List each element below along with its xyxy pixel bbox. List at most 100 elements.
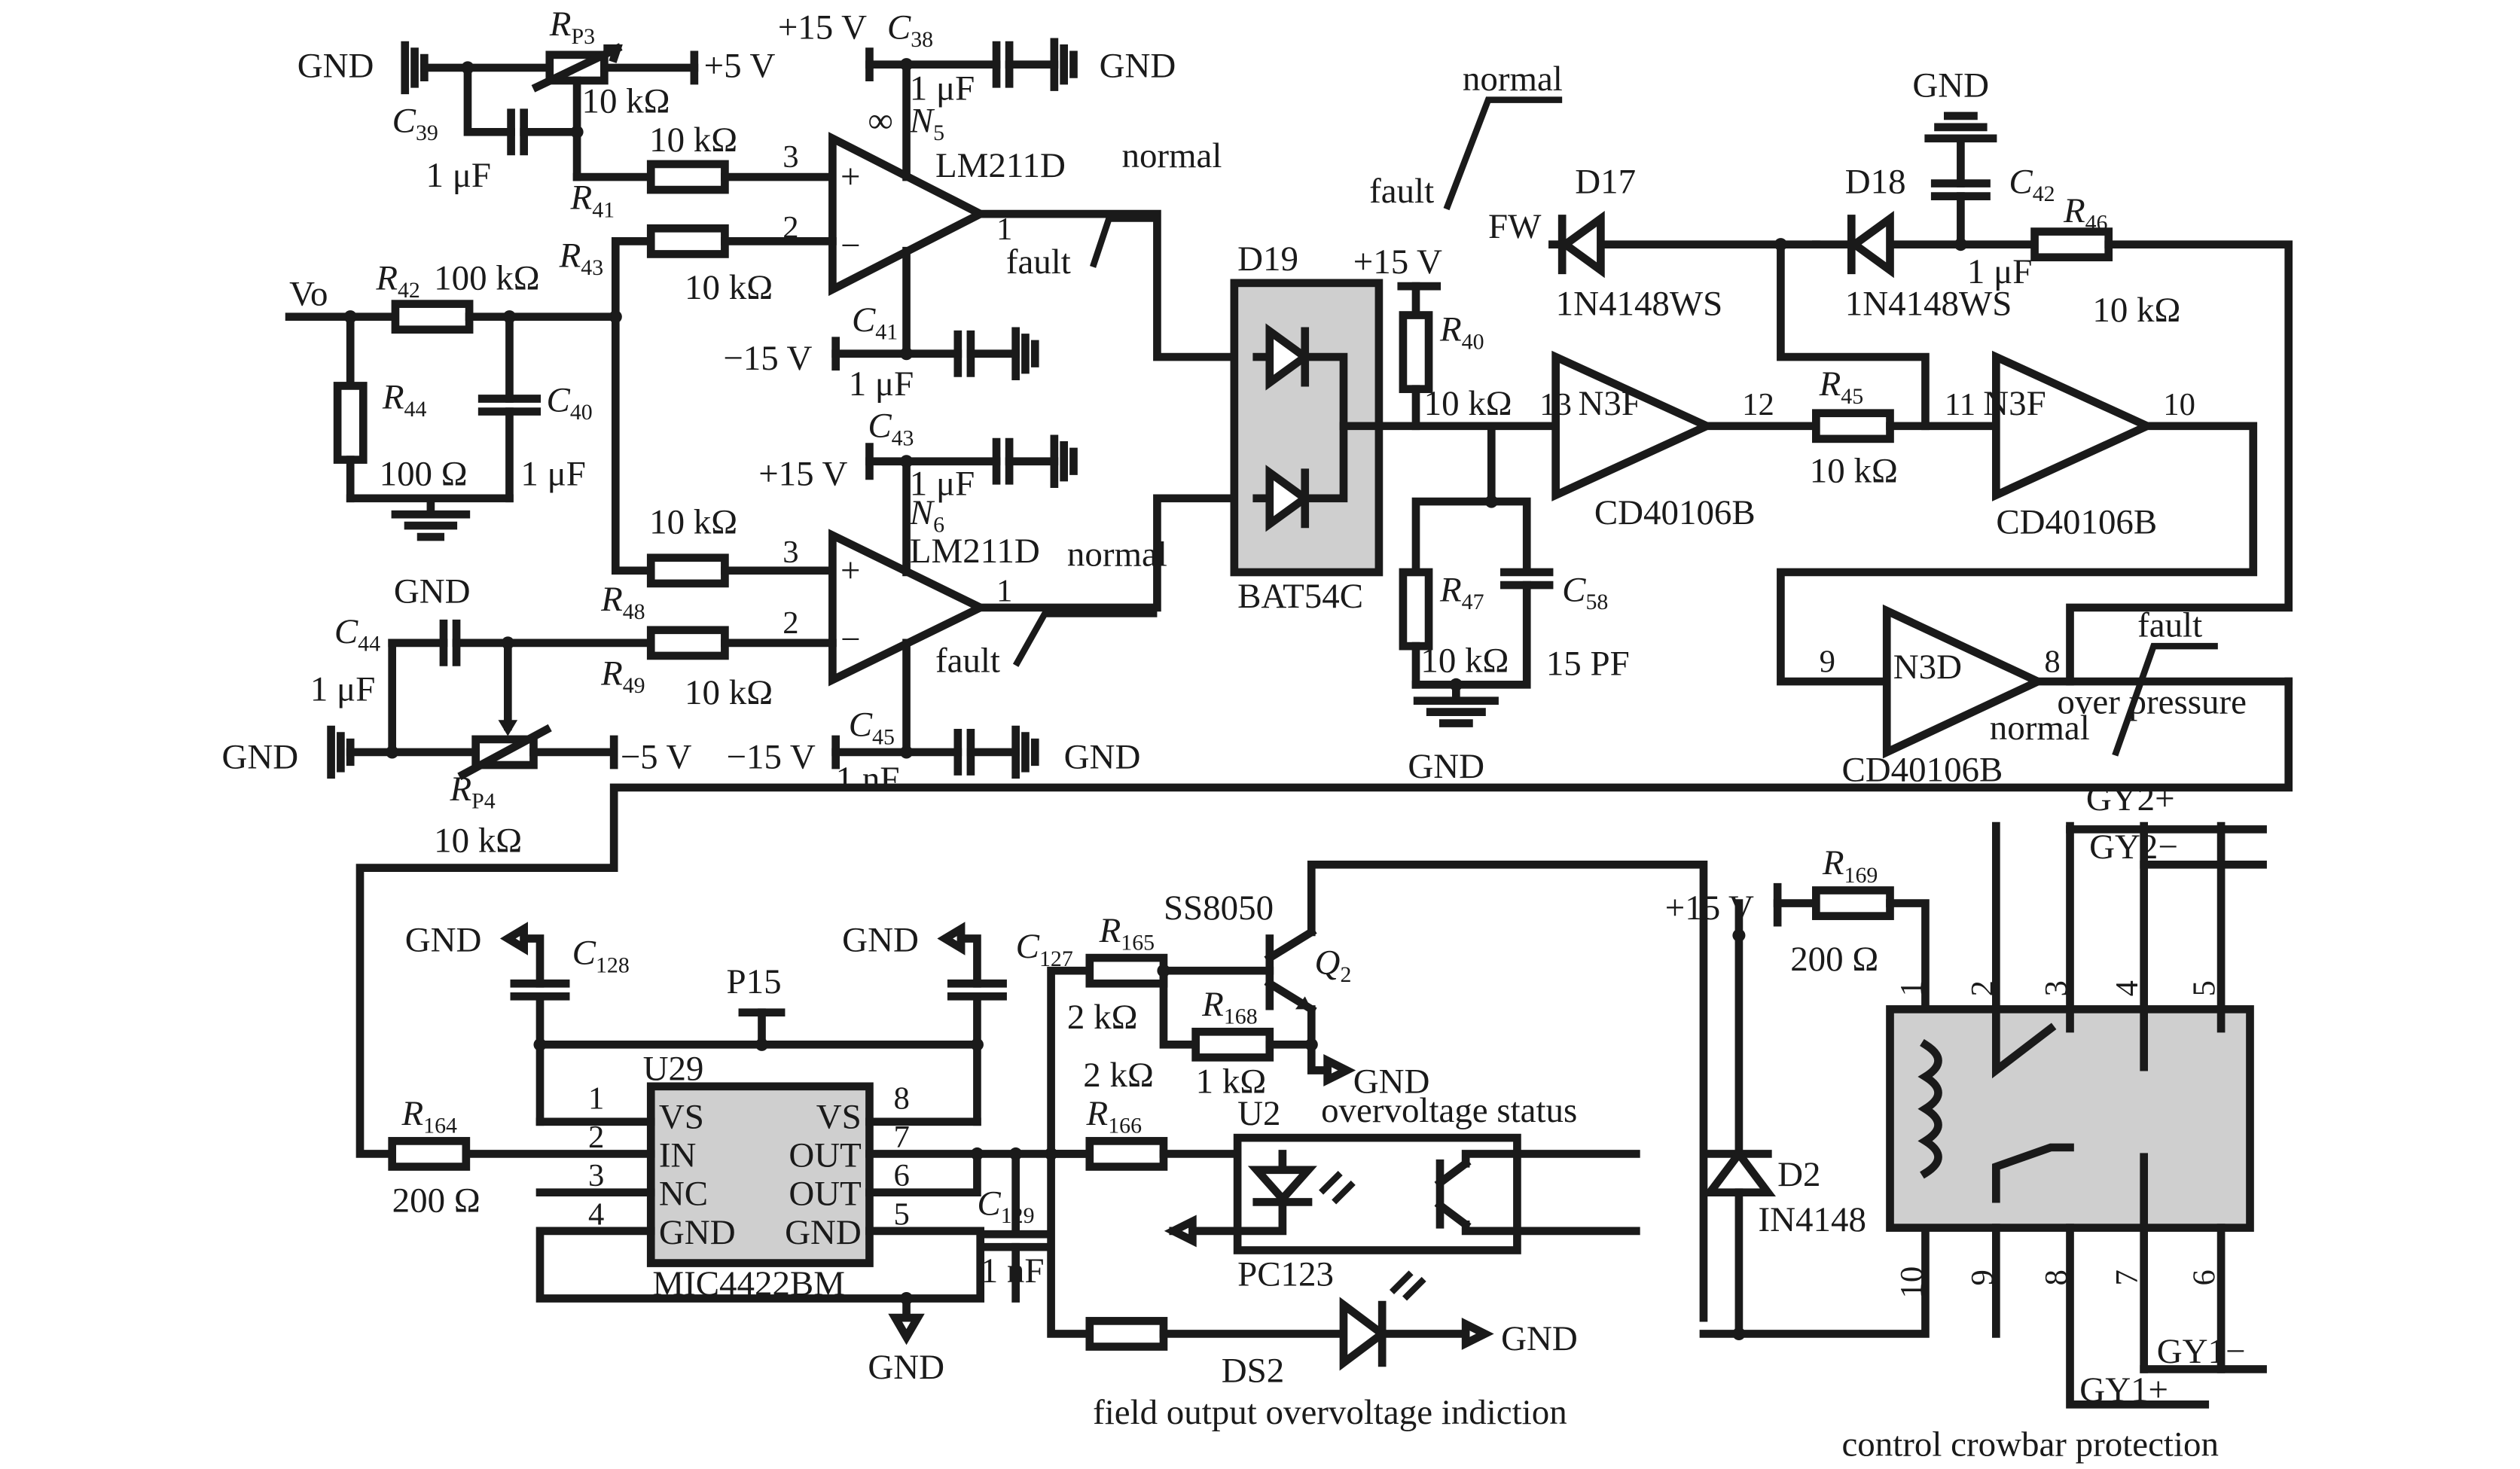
c38-value: 1 μF [910,69,975,108]
d17-label: D17 [1575,162,1636,201]
r166-label: R166 [1086,1094,1143,1138]
fault-3: fault [1369,172,1434,211]
inverter-n3d: 9 N3D 8 CD40106B fault over pressure nor… [355,604,2293,1158]
minus5v-label: −5 V [621,737,692,776]
rp3-label: RP3 [549,5,595,49]
c40-value: 1 μF [520,455,585,494]
relay-pin-1: 1 [1894,980,1930,996]
n6-pin3: 3 [783,535,798,570]
rp3-value: 10 kΩ [581,82,670,121]
minus15v-c41: −15 V [723,339,812,378]
pc123-optocoupler: R166 2 kΩ U2 PC123 GND DS2 field output … [1047,1056,1640,1432]
r40-value: 10 kΩ [1424,384,1512,423]
gnd-r47: GND [1408,747,1484,786]
relay-pin-9: 9 [1965,1269,2000,1285]
d19-bat54c: D19 BAT54C [1230,239,1560,616]
rp3-network: GND RP3 +5 V 10 kΩ C39 1 μF R41 10 kΩ [297,5,837,222]
gnd-label: GND [297,47,374,86]
q2-status-circuit: R165 2 kΩ SS8050 Q2 R168 1 kΩ GND overvo… [1047,861,1708,1322]
gnd-c42: GND [1912,66,1989,105]
relay-pin-8: 8 [2039,1269,2074,1285]
u29-pin-4: 4 [588,1196,604,1232]
field-output-label: field output overvoltage indiction [1093,1393,1567,1432]
u29-pin-6: 6 [893,1158,909,1193]
r40-label: R40 [1439,310,1484,355]
d18-part: 1N4148WS [1845,285,2012,324]
u29-nc: NC [659,1175,708,1214]
n3f2-label: N3F [1983,384,2046,423]
fw-label: FW [1488,207,1542,246]
r46-label: R46 [2063,191,2108,236]
c42-value: 1 μF [1967,252,2032,291]
u29-gnd-right: GND [785,1213,862,1252]
c43-label: C43 [868,407,914,451]
minus15v-c45: −15 V [727,737,816,776]
relay-pin-7: 7 [2110,1269,2145,1285]
rp4-label: RP4 [450,770,496,814]
c58-value: 15 PF [1546,645,1630,684]
inverter-n3f-2: 11 N3F 10 CD40106B [1777,350,2258,686]
ds2-label: DS2 [1222,1351,1284,1390]
vo-label: Vo [289,275,328,314]
n3f1-out: 12 [1742,387,1774,422]
gnd-ds2: GND [1501,1319,1578,1358]
r44-value: 100 Ω [380,455,468,494]
r49-label: R49 [600,654,645,698]
n5-label: N5 [909,101,944,145]
ss8050-label: SS8050 [1164,888,1274,928]
r165-value: 2 kΩ [1067,998,1138,1037]
c40-label: C40 [547,381,593,425]
cd40106b-3: CD40106B [1841,750,2003,789]
n3f1-pin: 13 [1539,387,1572,422]
n3d-pin-in: 9 [1820,644,1835,679]
n5-minus: − [841,227,860,266]
fault-4: fault [2137,605,2202,645]
n5-fault: fault [1006,242,1071,282]
relay-pin-3: 3 [2039,980,2074,996]
c41-value: 1 μF [849,364,914,404]
relay-pin-6: 6 [2187,1269,2223,1285]
mic4422bm-driver: GND C128 GND C127 P15 U29 [388,921,1097,1387]
r164-value: 200 Ω [392,1181,481,1220]
r168-label: R168 [1201,985,1257,1029]
n6-minus: − [841,620,860,660]
u29-pin-1: 1 [588,1081,604,1117]
u2-label: U2 [1237,1094,1280,1133]
plus15v-c43: +15 V [758,455,847,494]
c45-label: C45 [849,706,895,750]
d18-label: D18 [1845,162,1906,201]
n5-normal: normal [1121,136,1222,175]
pc123-label: PC123 [1237,1254,1334,1294]
r44-label: R44 [382,377,427,422]
r41-value: 10 kΩ [649,120,737,160]
u29-pin-7: 7 [893,1120,909,1155]
c44-value: 1 μF [310,670,375,709]
cd40106b-1: CD40106B [1594,493,1756,532]
gy2m-label: GY2− [2089,827,2178,867]
normal-4: normal [1990,709,2090,748]
n3d-label: N3D [1893,648,1962,687]
n5-pin1: 1 [996,212,1012,247]
crowbar-relay: +15 V R169 200 Ω D2 IN4148 GY2+ GY2− GY1… [1665,779,2267,1464]
r46-value: 10 kΩ [2092,291,2180,330]
crowbar-label: control crowbar protection [1841,1425,2218,1464]
r40-r47-network: +15 V R40 10 kΩ R47 10 kΩ C58 15 PF GND [1353,242,1630,786]
u29-pin-2: 2 [588,1120,604,1155]
n3f1-label: N3F [1579,384,1641,423]
gnd-q2: GND [1353,1062,1430,1101]
r165-label: R165 [1099,911,1155,955]
u29-gnd-left: GND [659,1213,736,1252]
inverter-n3f-1: 13 N3F 12 CD40106B R45 10 kΩ [1539,350,2000,532]
d2-label: D2 [1777,1155,1820,1194]
u29-vs-right: VS [816,1097,862,1136]
u29-vs-left: VS [659,1097,704,1136]
r169-label: R169 [1822,843,1878,888]
relay-pin-5: 5 [2187,980,2223,996]
n5-pin3: 3 [783,139,798,175]
c43-value: 1 μF [910,465,975,504]
rp4-network: C44 1 μF R49 10 kΩ GND −5 V RP4 10 kΩ [221,612,837,860]
gy2p-label: GY2+ [2086,779,2175,818]
c127-label: C127 [1016,927,1073,971]
plus15v-label: +15 V [778,8,867,47]
n6-plus: + [841,551,860,590]
